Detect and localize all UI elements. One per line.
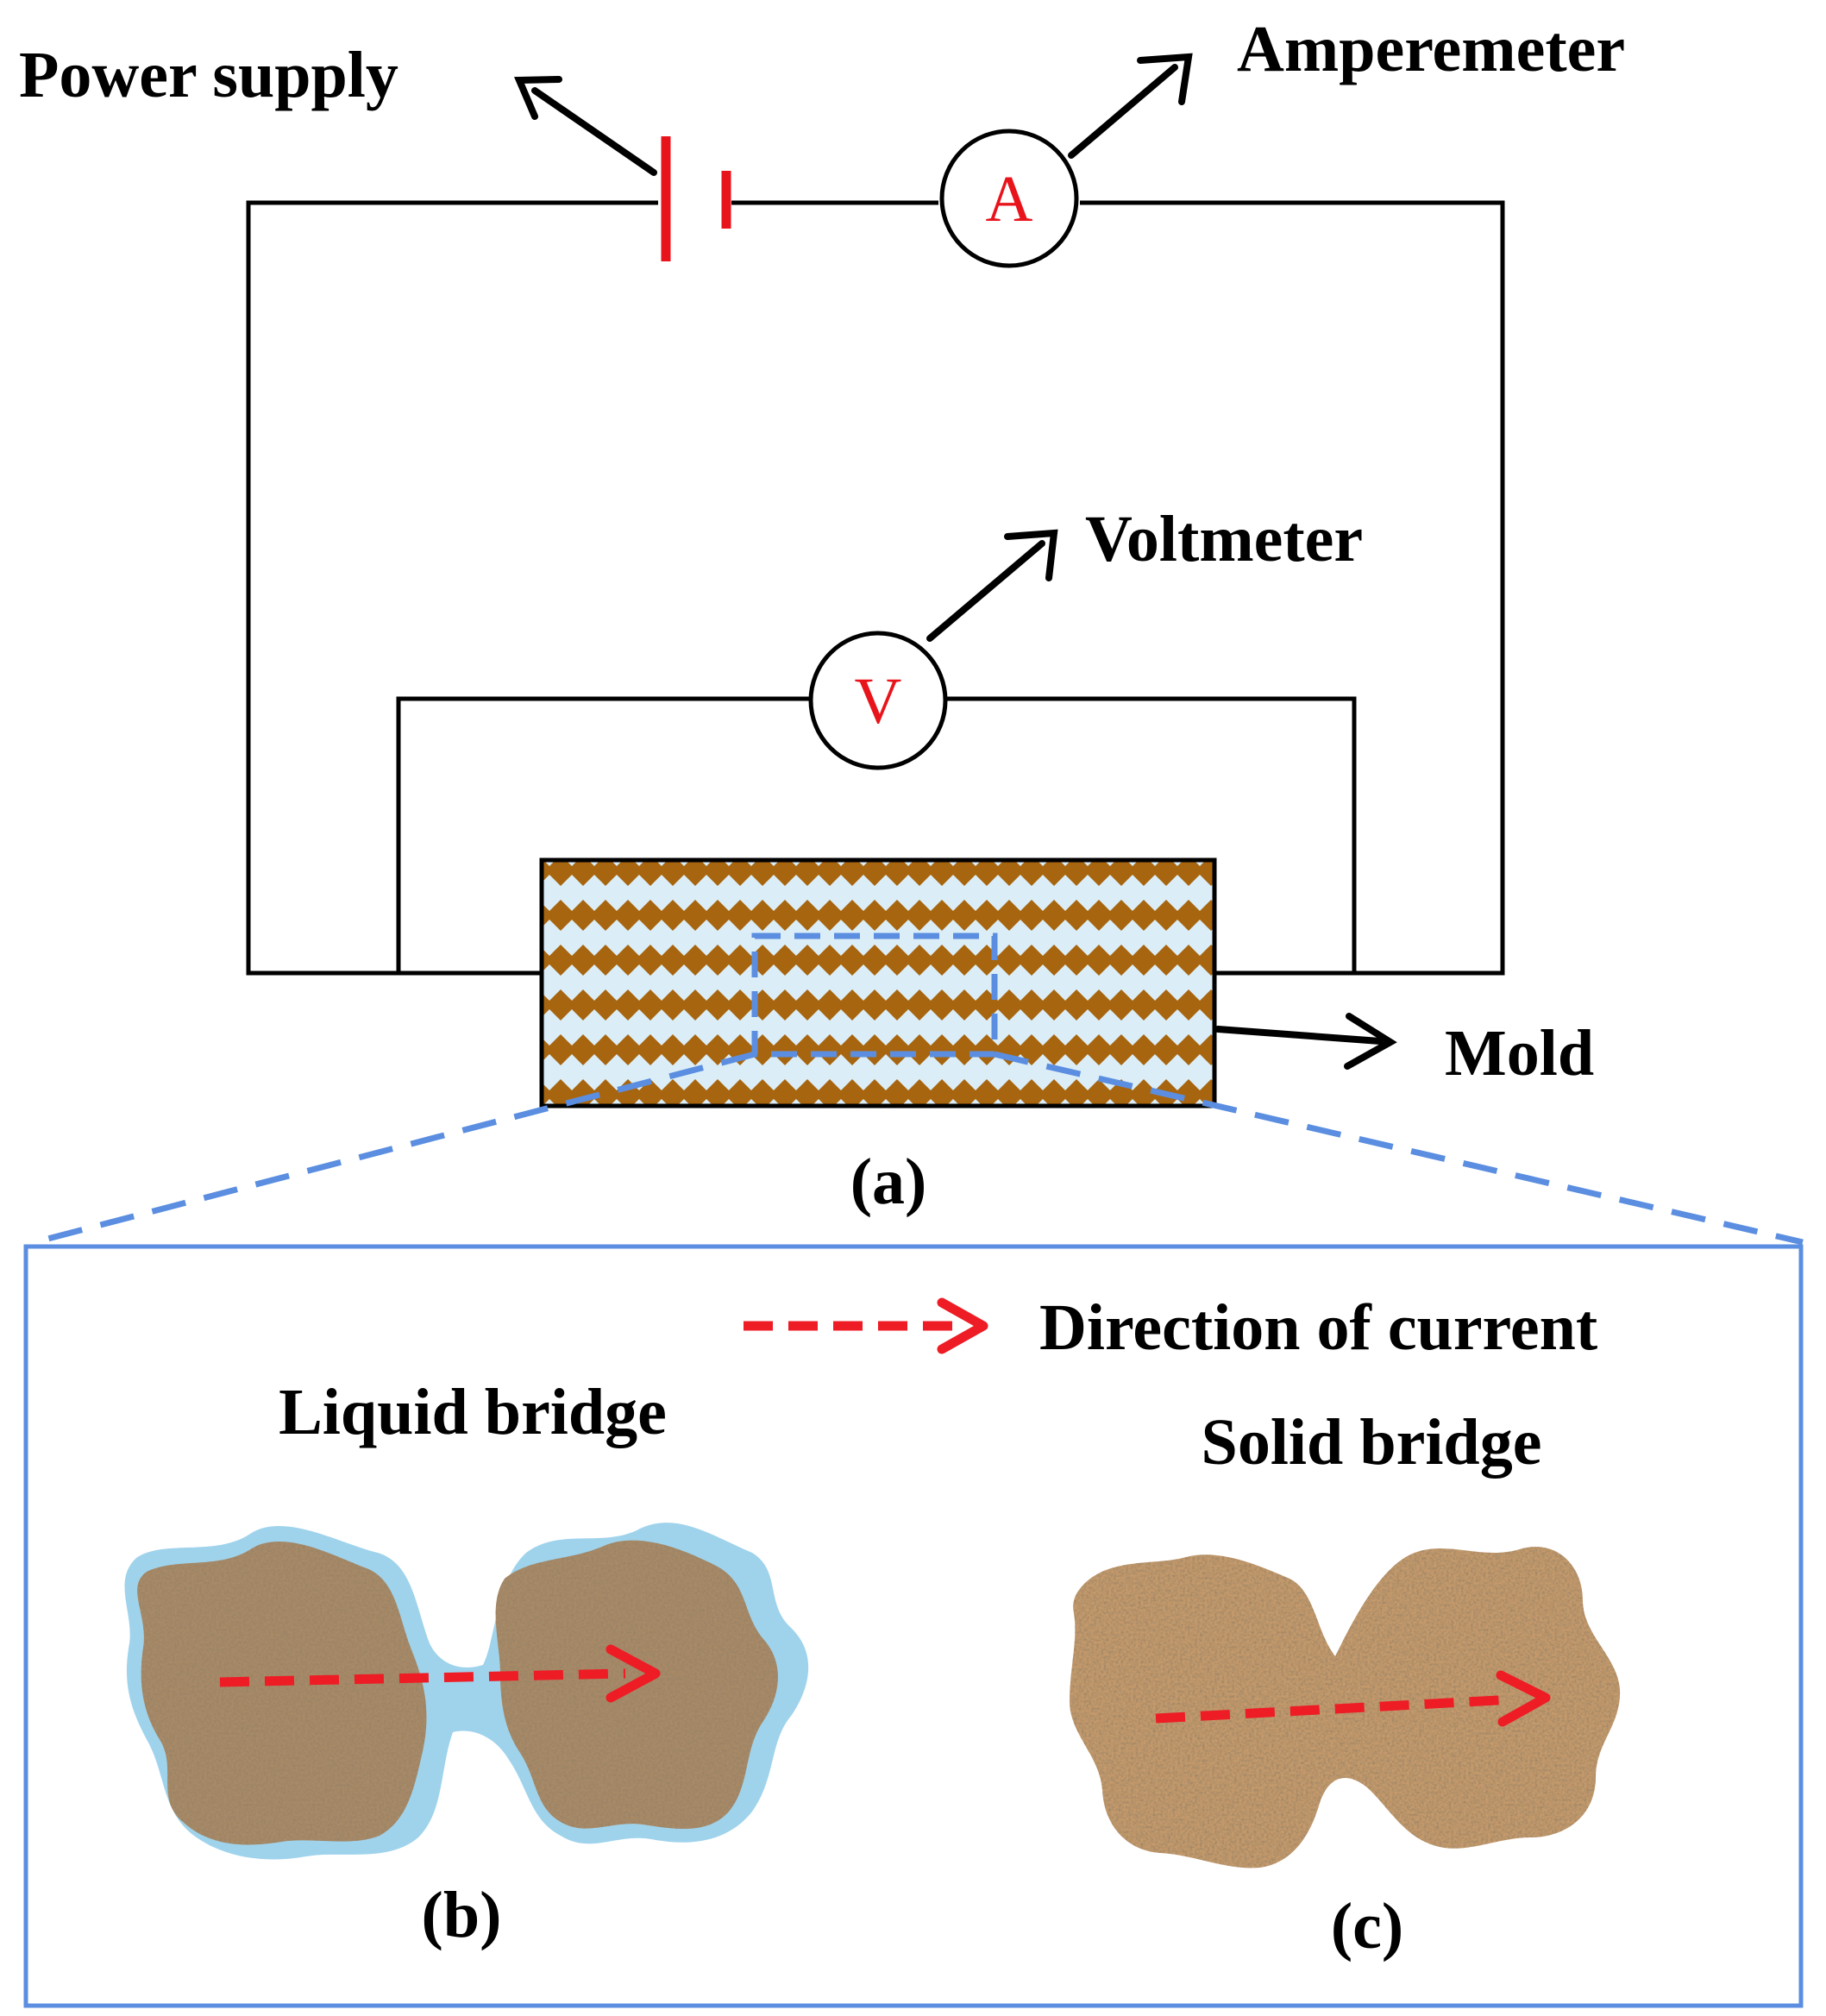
- liquid-bridge-label: Liquid bridge: [279, 1376, 667, 1448]
- current-arrowhead-icon: [1496, 1670, 1551, 1727]
- solid-bridge-diagram: Solid bridge (c): [1070, 1406, 1621, 1963]
- current-arrow-icon: [219, 1668, 626, 1687]
- voltmeter-label: Voltmeter: [1085, 503, 1363, 575]
- battery-icon: [661, 136, 731, 261]
- amperemeter-label: Amperemeter: [1237, 13, 1625, 85]
- legend-label: Direction of current: [1039, 1291, 1597, 1364]
- mold: [539, 857, 1217, 1108]
- liquid-bridge-diagram: Liquid bridge (b): [124, 1376, 809, 1951]
- mold-label: Mold: [1445, 1017, 1594, 1090]
- current-arrowhead-icon: [606, 1644, 661, 1703]
- outer-circuit-wire: [246, 200, 1505, 976]
- current-arrow-icon: [1155, 1694, 1515, 1724]
- voltmeter-wire: [396, 696, 1357, 973]
- current-direction-legend: Direction of current: [744, 1291, 1597, 1364]
- voltmeter-symbol: V: [855, 665, 902, 738]
- legend-arrowhead-icon: [937, 1297, 988, 1354]
- zoom-region: [751, 933, 998, 1058]
- panel-b-label: (b): [422, 1879, 502, 1951]
- solid-bridge-label: Solid bridge: [1202, 1406, 1542, 1479]
- panel-c-label: (c): [1331, 1890, 1403, 1963]
- voltmeter-icon: V: [808, 631, 948, 770]
- panel-a-label: (a): [850, 1146, 927, 1218]
- left-particle: [137, 1542, 427, 1845]
- power-supply-label: Power supply: [19, 39, 398, 111]
- ammeter-symbol: A: [986, 163, 1033, 236]
- zoom-projection: [34, 1051, 1804, 1246]
- ammeter-icon: A: [939, 129, 1079, 268]
